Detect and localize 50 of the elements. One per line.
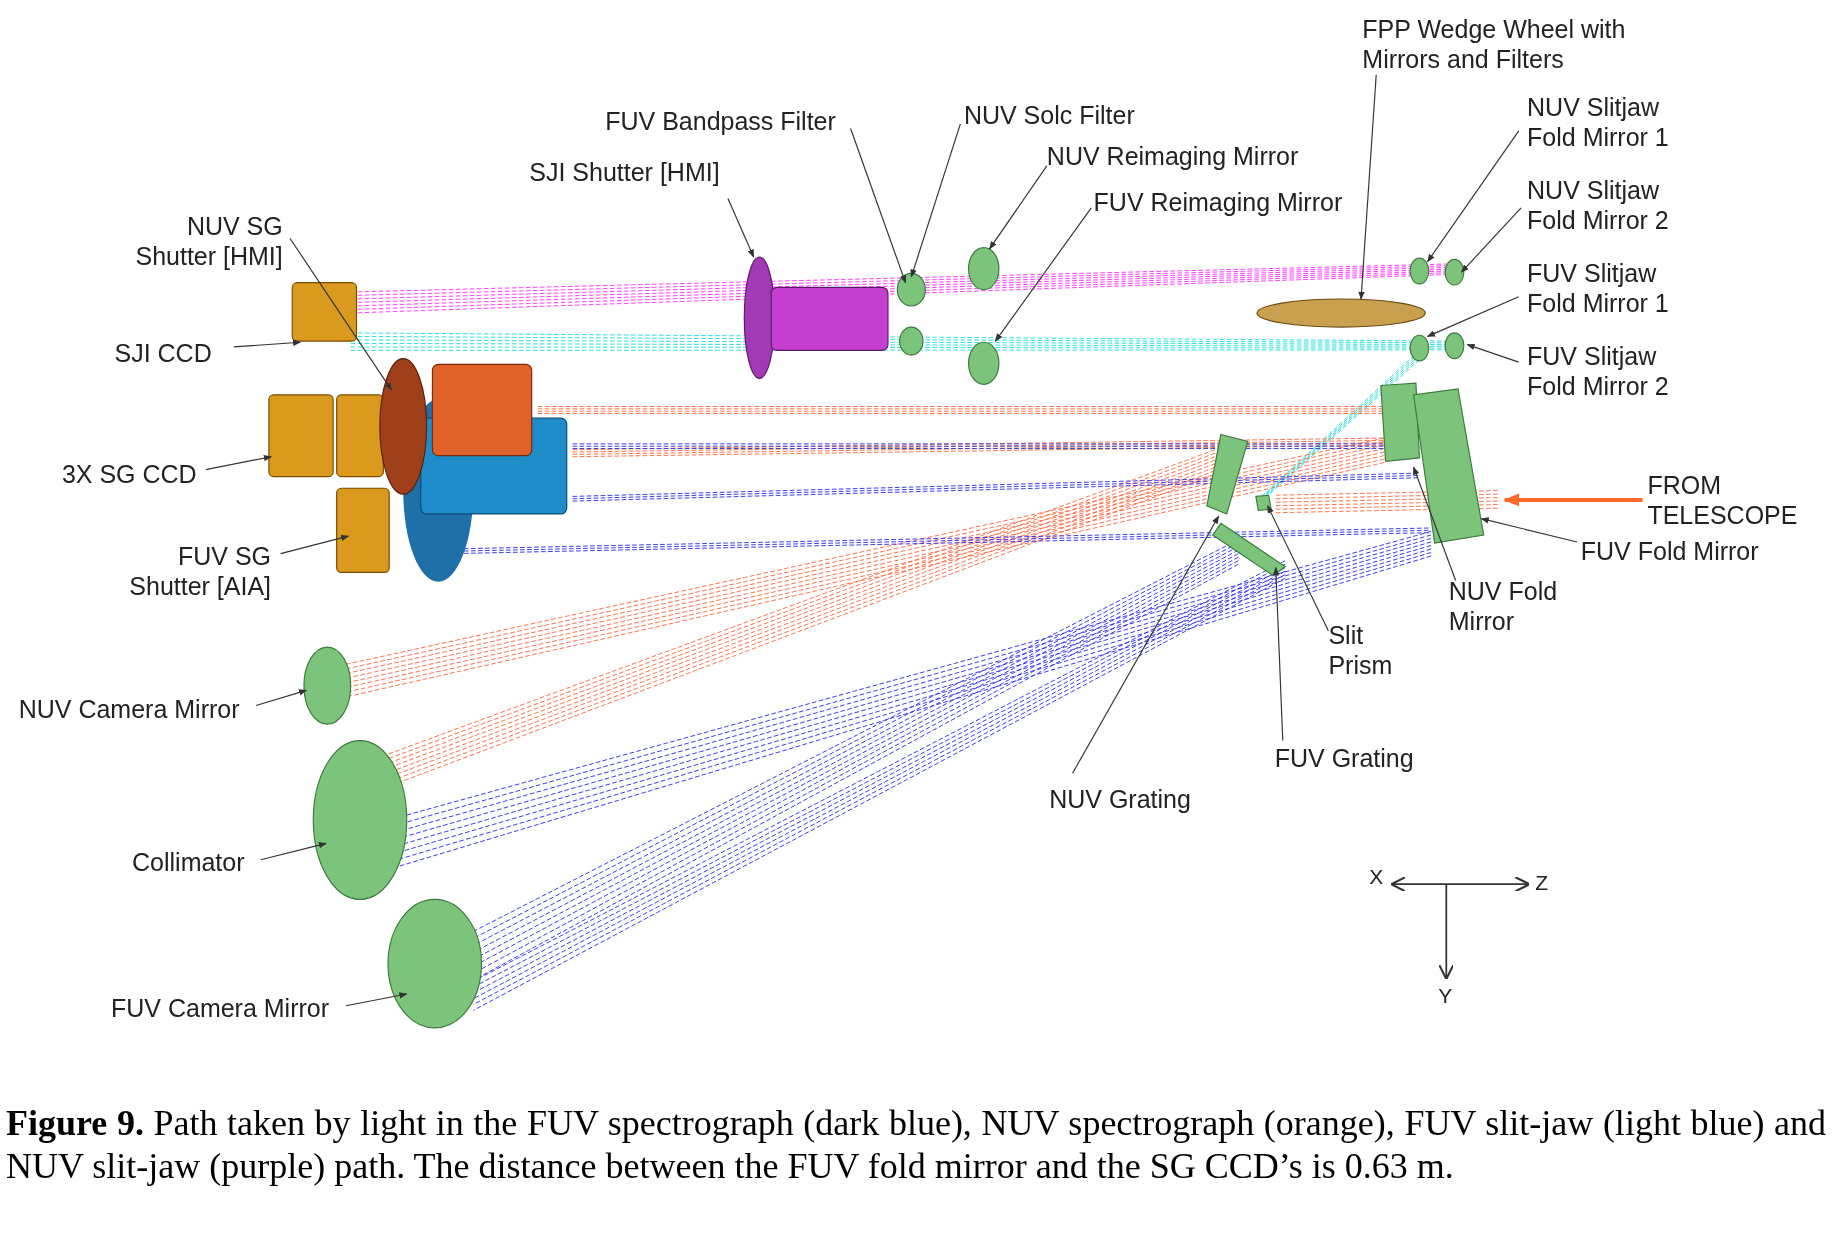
leader-line <box>1480 517 1578 543</box>
part-label: NUV Slitjaw Fold Mirror 2 <box>1527 175 1685 236</box>
part-label: FUV Slitjaw Fold Mirror 2 <box>1527 341 1685 402</box>
leader-line <box>233 339 302 348</box>
part-label: Slit Prism <box>1328 620 1411 681</box>
leader-line <box>1071 515 1220 774</box>
leader-line <box>1272 566 1284 742</box>
part-label: NUV Camera Mirror <box>18 694 240 724</box>
part-label: FUV Fold Mirror <box>1580 536 1759 567</box>
part-label: NUV Reimaging Mirror <box>1046 141 1299 172</box>
part-label: Collimator <box>132 847 245 878</box>
leader-line <box>1427 130 1520 263</box>
part-label: NUV Fold Mirror <box>1448 576 1578 636</box>
leader-line <box>1413 466 1457 582</box>
leader-line <box>260 841 327 861</box>
axis-label: Y <box>1438 984 1453 1006</box>
leader-line <box>255 689 308 707</box>
part-label: SJI CCD <box>114 337 212 368</box>
leader-line <box>910 123 961 278</box>
part-label: NUV Grating <box>1049 783 1191 814</box>
leader-line <box>989 165 1048 250</box>
part-label: FUV Grating <box>1274 743 1414 774</box>
part-label: NUV SG Shutter [HMI] <box>116 211 283 272</box>
figure-caption: Figure 9. Path taken by light in the FUV spectrograph (dark blue), NUV spectrograph (orange), FUV slit-jaw (light blue) and NUV slit-jaw (purple) path. The distance between the FUV fold mirror and the SG CCD’s is 0.63 m. <box>6 1102 1826 1189</box>
part-label: FUV Reimaging Mirror <box>1093 186 1343 217</box>
part-label: FPP Wedge Wheel with Mirrors and Filters <box>1362 14 1655 74</box>
arrow <box>1503 493 1643 507</box>
part-label: NUV Slitjaw Fold Mirror 1 <box>1527 92 1685 153</box>
leader-line <box>994 207 1092 342</box>
part-label: NUV Solc Filter <box>963 100 1135 131</box>
leader-line <box>1358 74 1377 300</box>
leader-line <box>1466 343 1520 363</box>
leader-line <box>1426 296 1520 337</box>
leader-line <box>1460 207 1522 273</box>
leader-line <box>280 534 350 555</box>
axis-label: Z <box>1535 871 1549 893</box>
part-label: FUV Slitjaw Fold Mirror 1 <box>1527 258 1685 319</box>
leader-line <box>727 198 755 258</box>
leader-line <box>345 992 408 1007</box>
part-label: FUV SG Shutter [AIA] <box>107 540 272 601</box>
leader-line <box>289 237 393 391</box>
leader-line <box>205 454 273 471</box>
leader-line <box>850 127 907 284</box>
leader-line <box>1267 505 1329 632</box>
part-label: 3X SG CCD <box>61 459 197 490</box>
part-label: FROM TELESCOPE <box>1647 469 1817 530</box>
part-label: FUV Camera Mirror <box>111 993 330 1024</box>
part-label: SJI Shutter [HMI] <box>529 156 720 187</box>
part-label: FUV Bandpass Filter <box>605 106 836 137</box>
axis-label: X <box>1369 865 1384 887</box>
